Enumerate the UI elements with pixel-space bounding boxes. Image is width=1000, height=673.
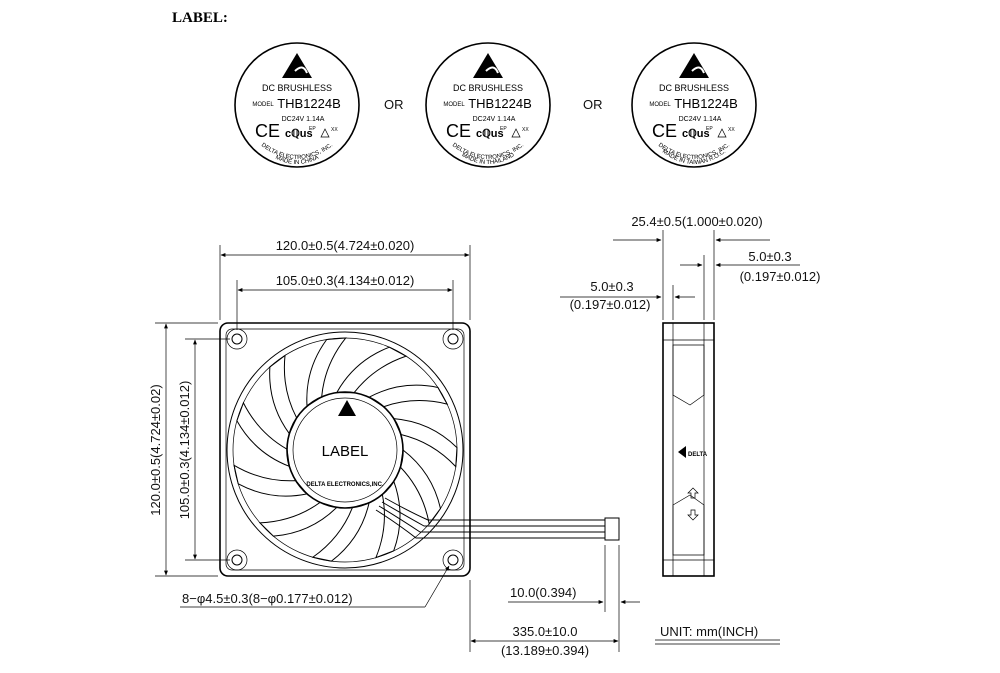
dim-hole-spacing-vertical: 105.0±0.3(4.134±0.012) bbox=[177, 381, 192, 520]
dim-flange-left: 5.0±0.3 bbox=[590, 279, 633, 294]
label-line1: DC BRUSHLESS bbox=[262, 83, 332, 93]
label-company: DELTA ELECTRONICS, INC. bbox=[260, 142, 334, 161]
label-1: DC BRUSHLESS MODEL THB1224B DC24V 1.14A … bbox=[234, 42, 360, 168]
front-dimensions: 120.0±0.5(4.724±0.020) 105.0±0.3(4.134±0… bbox=[148, 238, 640, 658]
airflow-arrow-icon bbox=[687, 487, 699, 499]
fan-hub bbox=[286, 391, 404, 509]
warning-triangle-icon bbox=[320, 128, 330, 138]
rotation-arrow-icon bbox=[687, 509, 699, 521]
ep-mark: EP bbox=[706, 126, 713, 132]
fan-blade bbox=[306, 337, 347, 408]
dim-wire-strip: 10.0(0.394) bbox=[510, 585, 577, 600]
ep-mark: EP bbox=[500, 126, 507, 132]
hub-company-text: DELTA ELECTRONICS,INC. bbox=[306, 482, 384, 488]
side-dimensions: 25.4±0.5(1.000±0.020) 5.0±0.3 (0.197±0.0… bbox=[560, 214, 820, 320]
ce-mark-icon: CE bbox=[255, 121, 280, 141]
fan-blade bbox=[375, 480, 401, 559]
fan-blade bbox=[368, 384, 449, 408]
label-model-prefix: MODEL bbox=[252, 102, 274, 108]
ce-mark-icon: CE bbox=[652, 121, 677, 141]
dim-height: 120.0±0.5(4.724±0.02) bbox=[148, 384, 163, 515]
fan-side-view: DELTA bbox=[662, 322, 715, 577]
label-model: THB1224B bbox=[277, 96, 341, 111]
label-model-prefix: MODEL bbox=[443, 102, 465, 108]
lead-wires bbox=[375, 497, 620, 541]
dim-mounting-holes: 8−φ4.5±0.3(8−φ0.177±0.012) bbox=[182, 591, 353, 606]
side-frame bbox=[662, 322, 715, 577]
delta-logo-icon bbox=[282, 53, 312, 78]
delta-logo-icon bbox=[679, 53, 709, 78]
fan-blades bbox=[233, 337, 458, 562]
unit-note: UNIT: mm(INCH) bbox=[660, 624, 758, 639]
label-3: DC BRUSHLESS MODEL THB1224B DC24V 1.14A … bbox=[631, 42, 757, 168]
fan-blade bbox=[311, 502, 370, 562]
dim-depth: 25.4±0.5(1.000±0.020) bbox=[631, 214, 762, 229]
xx-mark: XX bbox=[522, 127, 529, 133]
hub-label-text: LABEL bbox=[322, 443, 369, 460]
side-delta-logo-icon bbox=[678, 446, 686, 458]
ep-mark: EP bbox=[309, 126, 316, 132]
warning-triangle-icon bbox=[717, 128, 727, 138]
label-origin: MADE IN CHINA bbox=[274, 155, 319, 166]
fan-blade bbox=[399, 449, 442, 526]
dim-wire-length-inch: (13.189±0.394) bbox=[501, 643, 589, 658]
fan-blade bbox=[392, 418, 458, 468]
dim-flange-right-inch: (0.197±0.012) bbox=[740, 269, 821, 284]
label-model: THB1224B bbox=[468, 96, 532, 111]
fan-blade bbox=[258, 501, 338, 537]
fan-blade bbox=[335, 346, 408, 394]
dim-width: 120.0±0.5(4.724±0.020) bbox=[276, 238, 415, 253]
label-rating: DC24V 1.14A bbox=[473, 116, 516, 123]
label-model-prefix: MODEL bbox=[649, 102, 671, 108]
hub-delta-logo-icon bbox=[338, 400, 356, 416]
side-logo-text: DELTA bbox=[688, 452, 708, 458]
fan-blade bbox=[269, 354, 298, 435]
label-model: THB1224B bbox=[674, 96, 738, 111]
delta-logo-icon bbox=[473, 53, 503, 78]
fan-venturi bbox=[226, 331, 464, 569]
ul-mark-icon: cℚus bbox=[682, 128, 710, 140]
dim-flange-right: 5.0±0.3 bbox=[748, 249, 791, 264]
label-rating: DC24V 1.14A bbox=[679, 116, 722, 123]
ce-mark-icon: CE bbox=[446, 121, 471, 141]
xx-mark: XX bbox=[331, 127, 338, 133]
xx-mark: XX bbox=[728, 127, 735, 133]
dim-flange-left-inch: (0.197±0.012) bbox=[570, 297, 651, 312]
dim-wire-length: 335.0±10.0 bbox=[513, 624, 578, 639]
dim-hole-spacing: 105.0±0.3(4.134±0.012) bbox=[276, 273, 415, 288]
fan-blade bbox=[236, 401, 290, 468]
fan-front-view: LABEL DELTA ELECTRONICS,INC. bbox=[219, 322, 620, 577]
fan-frame bbox=[219, 322, 471, 577]
or-text-1: OR bbox=[384, 97, 404, 112]
label-section-title: LABEL: bbox=[172, 10, 228, 26]
label-line1: DC BRUSHLESS bbox=[453, 83, 523, 93]
label-line1: DC BRUSHLESS bbox=[659, 83, 729, 93]
fan-blade bbox=[233, 464, 308, 497]
label-rating: DC24V 1.14A bbox=[282, 116, 325, 123]
label-2: DC BRUSHLESS MODEL THB1224B DC24V 1.14A … bbox=[425, 42, 551, 168]
ul-mark-icon: cℚus bbox=[285, 128, 313, 140]
warning-triangle-icon bbox=[511, 128, 521, 138]
ul-mark-icon: cℚus bbox=[476, 128, 504, 140]
or-text-2: OR bbox=[583, 97, 603, 112]
